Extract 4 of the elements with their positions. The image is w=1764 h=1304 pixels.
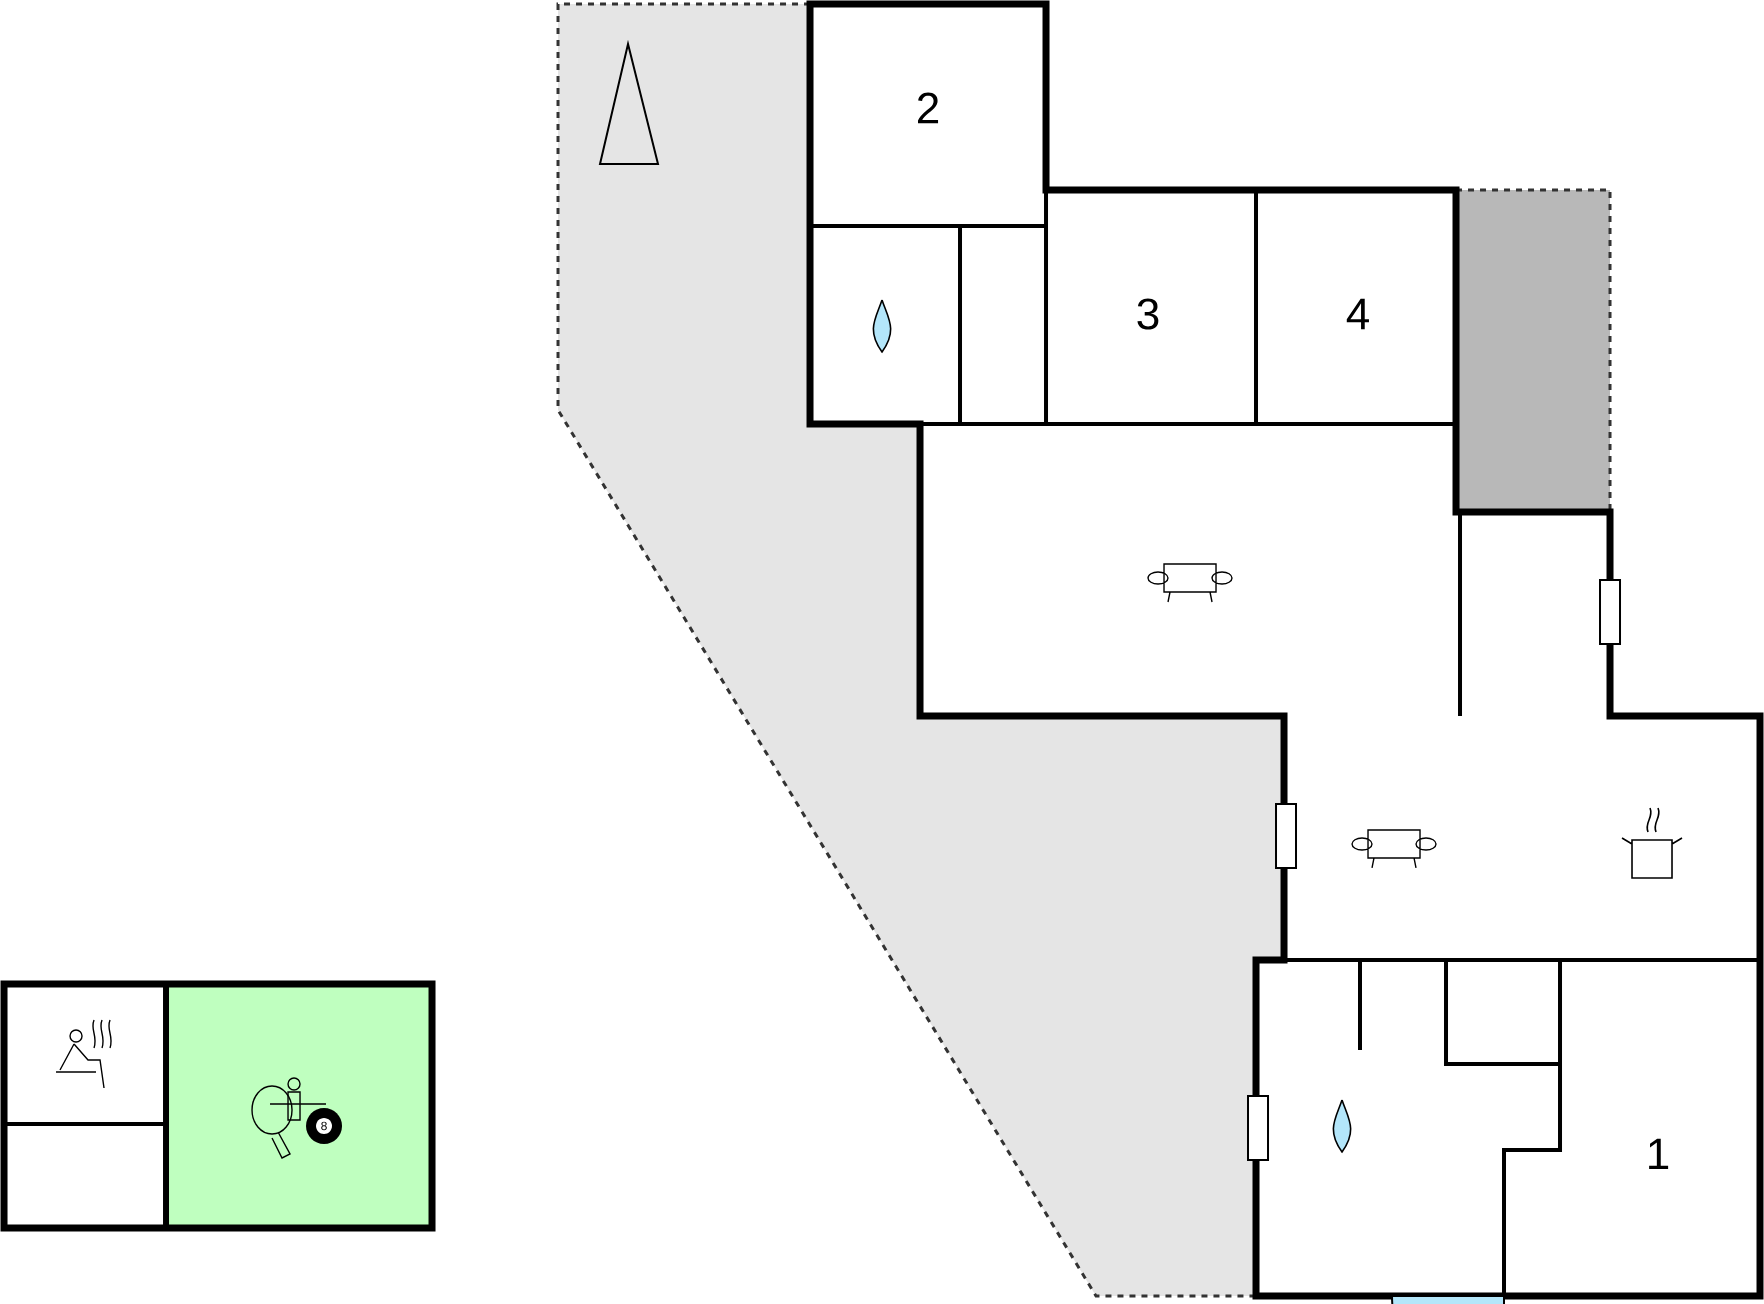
room-number: 3 bbox=[1137, 298, 1159, 330]
room-number: 1 bbox=[1649, 1138, 1669, 1170]
room-number: 4 bbox=[1346, 298, 1369, 330]
room-number: 2 bbox=[918, 92, 939, 124]
